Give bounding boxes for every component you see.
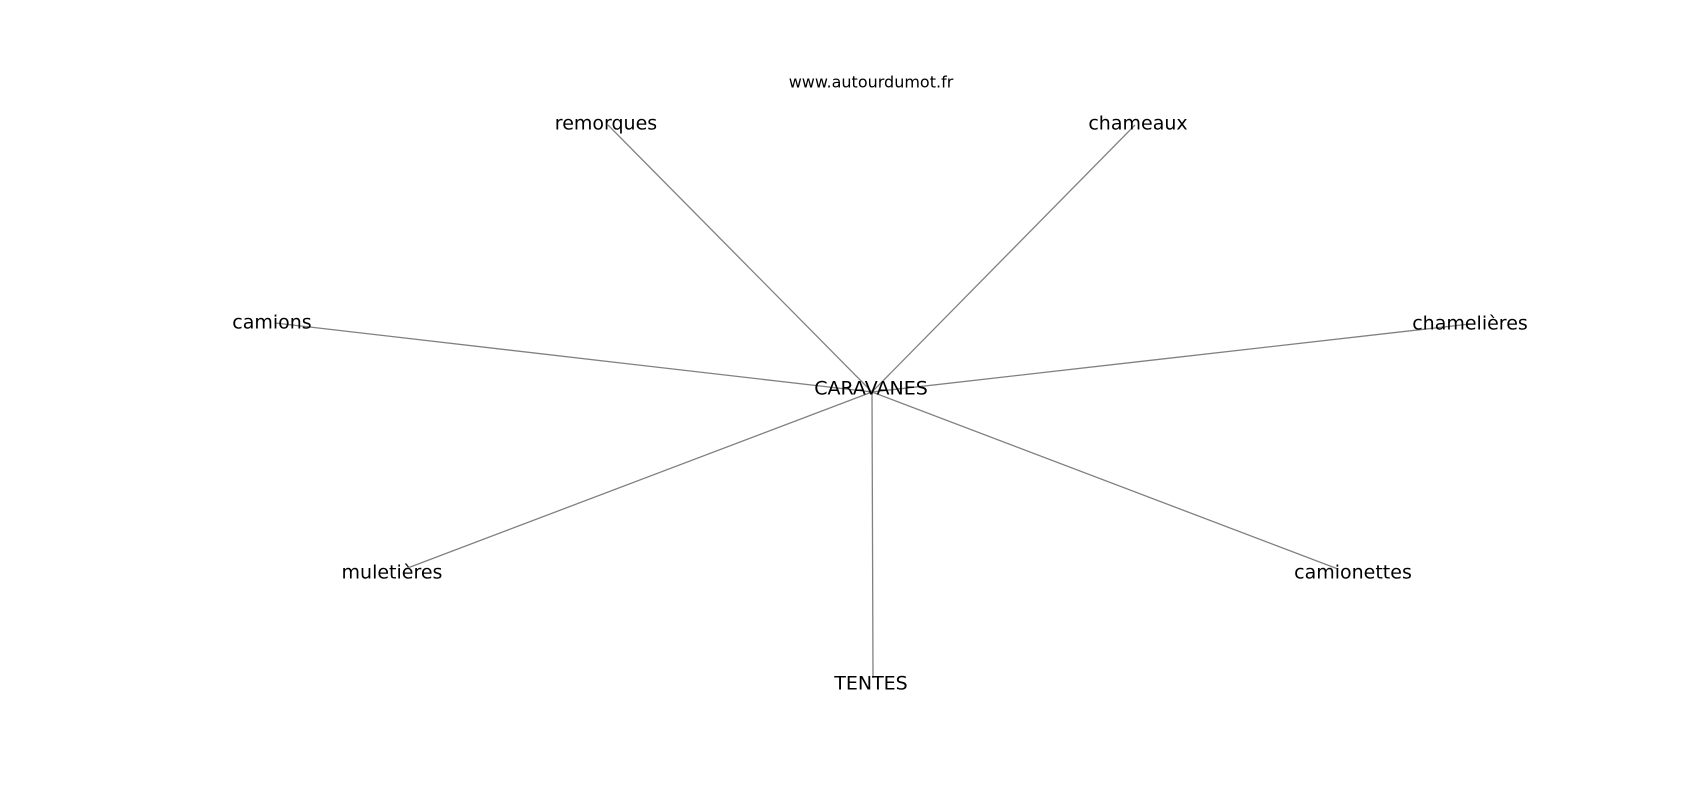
watermark: www.autourdumot.fr (789, 73, 954, 92)
edge-muletieres (404, 391, 873, 570)
node-label-tentes: TENTES (833, 673, 908, 695)
node-label-chamelieres: chamelières (1412, 313, 1528, 335)
node-label-camions: camions (232, 312, 311, 334)
center-node-label: CARAVANES (814, 378, 928, 400)
node-label-chameaux: chameaux (1088, 113, 1187, 135)
edge-tentes (871, 391, 874, 679)
node-label-camionettes: camionettes (1294, 562, 1412, 584)
edge-camionettes (871, 391, 1339, 570)
edge-remorques (607, 124, 873, 393)
node-label-remorques: remorques (555, 113, 657, 135)
edge-camions (274, 322, 873, 393)
edge-chamelieres (871, 323, 1471, 393)
node-label-muletieres: muletières (342, 562, 443, 584)
edges (274, 124, 1471, 679)
edge-chameaux (871, 124, 1136, 393)
